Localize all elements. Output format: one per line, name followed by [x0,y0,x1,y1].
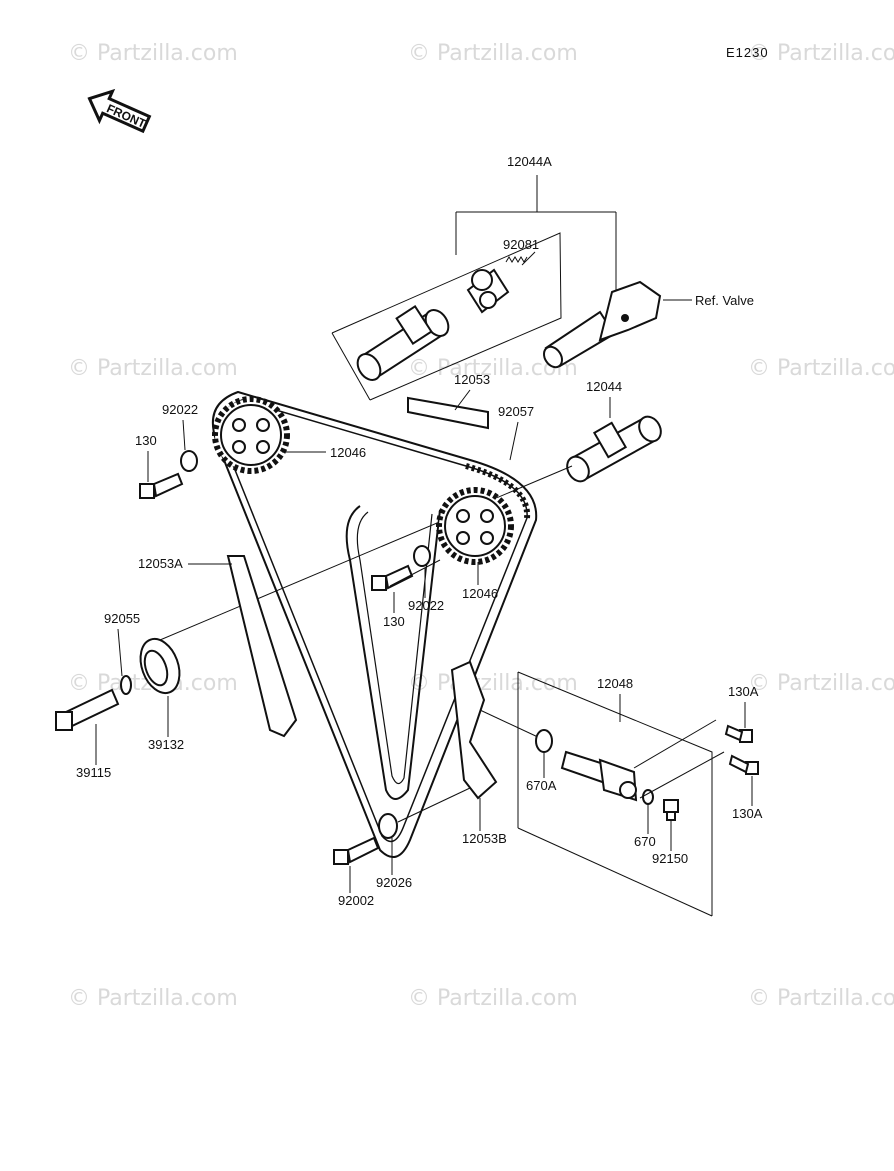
washer-92022-lower [413,545,431,567]
part-label-130A-lower: 130A [732,806,763,821]
crank-chain-loop [345,505,441,800]
part-label-670: 670 [634,834,656,849]
collar-92026 [378,813,398,839]
watermark: © Partzilla.com [748,986,894,1011]
part-label-12053B: 12053B [462,831,507,846]
part-label-12044: 12044 [586,379,622,394]
camshaft-12044 [566,415,662,483]
watermark: © Partzilla.com [408,986,578,1011]
guide-roller-39132 [139,637,181,695]
ref-valve-label: Ref. Valve [695,293,754,308]
part-label-92057: 92057 [498,404,534,419]
part-label-92055: 92055 [104,611,140,626]
watermark: © Partzilla.com [748,671,894,696]
watermark: © Partzilla.com [408,41,578,66]
watermark: © Partzilla.com [68,356,238,381]
part-label-92150: 92150 [652,851,688,866]
part-label-92002: 92002 [338,893,374,908]
bolt-130A-upper [724,724,753,743]
o-ring-92055 [120,675,132,695]
watermark: © Partzilla.com [68,41,238,66]
watermark: © Partzilla.com [748,41,894,66]
rocker-arm [543,280,662,369]
cam-lobe-part [466,268,510,314]
camshaft-12044A [356,305,450,381]
watermark-layer: © Partzilla.com © Partzilla.com © Partzi… [68,41,894,1011]
watermark: © Partzilla.com [408,671,578,696]
part-label-12044A: 12044A [507,154,552,169]
part-label-130-lower: 130 [383,614,405,629]
bolt-130A-lower [728,754,759,775]
bolt-130-upper [139,472,184,499]
part-label-92022-lower: 92022 [408,598,444,613]
part-label-12053A: 12053A [138,556,183,571]
chain-guide-12053A [226,555,298,738]
part-label-92026: 92026 [376,875,412,890]
front-arrow-icon: FRONT [87,88,152,134]
camshaft-assembly-box [331,175,617,401]
part-label-130-upper: 130 [135,433,157,448]
part-label-92081: 92081 [503,237,539,252]
part-label-670A: 670A [526,778,557,793]
sprocket-12046-lower [436,487,514,565]
part-label-39115: 39115 [76,765,111,780]
part-label-12048: 12048 [597,676,633,691]
o-ring-670A [535,729,553,753]
bolt-130-lower [371,564,414,591]
shaft-39115 [55,688,120,731]
chain-guide-12053 [407,396,489,430]
plug-92150 [663,799,679,821]
watermark: © Partzilla.com [68,986,238,1011]
sprocket-12046-upper [212,396,290,474]
watermark: © Partzilla.com [748,356,894,381]
part-label-12046-upper: 12046 [330,445,366,460]
part-label-12053: 12053 [454,372,490,387]
chain-guide-12053B [450,660,498,800]
tensioner-assembly-box [517,671,713,917]
part-label-92022-upper: 92022 [162,402,198,417]
bolt-92002 [333,836,380,865]
washer-92022-upper [180,450,198,472]
part-label-130A-upper: 130A [728,684,759,699]
part-label-39132: 39132 [148,737,184,752]
diagram-code: E1230 [726,45,769,60]
tensioner-body [560,750,638,802]
spring-92081 [505,256,528,263]
part-label-12046-lower: 12046 [462,586,498,601]
